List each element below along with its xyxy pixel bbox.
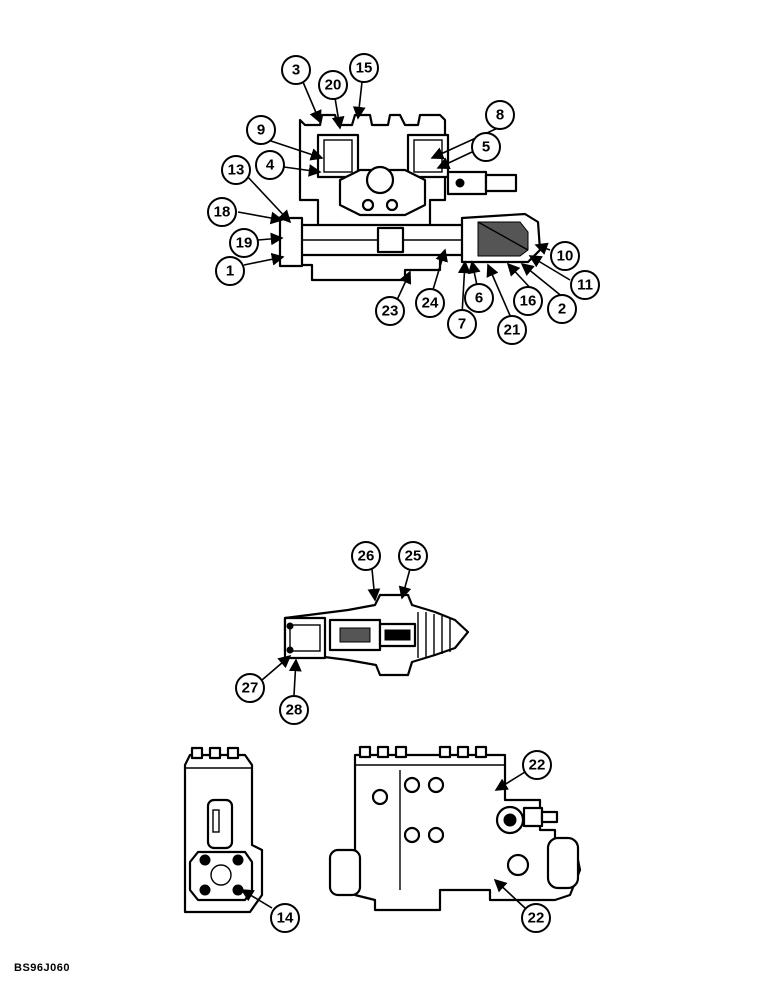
callout-19: 19 (229, 228, 259, 258)
svg-text:6: 6 (475, 290, 483, 307)
callouts-middle: 26 25 27 28 (235, 541, 428, 725)
svg-text:14: 14 (277, 910, 294, 927)
valve-side-view (183, 746, 264, 914)
cartridge-valve-view (283, 593, 470, 677)
callout-27: 27 (235, 673, 265, 703)
callout-22-lower: 22 (521, 903, 551, 933)
svg-text:21: 21 (504, 322, 521, 339)
svg-text:23: 23 (382, 303, 399, 320)
callout-20: 20 (318, 70, 348, 100)
svg-text:19: 19 (236, 235, 253, 252)
leaders-middle (261, 568, 412, 696)
callout-3: 3 (281, 55, 311, 85)
callout-28: 28 (279, 695, 309, 725)
svg-text:16: 16 (520, 293, 537, 310)
svg-text:22: 22 (529, 757, 546, 774)
leaders-bottom (240, 771, 526, 909)
svg-text:2: 2 (558, 301, 566, 318)
svg-text:5: 5 (482, 139, 490, 156)
callout-25: 25 (398, 541, 428, 571)
svg-text:10: 10 (557, 248, 574, 265)
callout-9: 9 (246, 115, 276, 145)
callout-14: 14 (270, 903, 300, 933)
callout-13: 13 (221, 155, 251, 185)
callout-7: 7 (447, 309, 477, 339)
callout-6: 6 (464, 283, 494, 313)
svg-text:4: 4 (266, 157, 275, 174)
svg-text:3: 3 (292, 62, 300, 79)
svg-text:24: 24 (422, 295, 439, 312)
svg-text:25: 25 (405, 548, 422, 565)
svg-text:18: 18 (214, 204, 231, 221)
svg-text:13: 13 (228, 162, 245, 179)
callout-10: 10 (550, 241, 580, 271)
valve-front-view (328, 745, 582, 912)
callout-16: 16 (513, 286, 543, 316)
callouts-bottom: 14 22 22 (270, 750, 552, 933)
svg-text:1: 1 (226, 263, 234, 280)
callout-24: 24 (415, 288, 445, 318)
callout-11: 11 (570, 270, 600, 300)
valve-assembly-top-view (278, 113, 542, 282)
svg-text:26: 26 (358, 548, 375, 565)
callout-21: 21 (497, 315, 527, 345)
callout-1: 1 (215, 256, 245, 286)
svg-text:27: 27 (242, 680, 259, 697)
callout-8: 8 (485, 100, 515, 130)
callout-26: 26 (351, 541, 381, 571)
svg-text:7: 7 (458, 316, 466, 333)
svg-text:15: 15 (356, 60, 373, 77)
leaders-top (237, 81, 571, 321)
svg-text:20: 20 (325, 77, 342, 94)
callout-2: 2 (547, 294, 577, 324)
callout-18: 18 (207, 197, 237, 227)
svg-text:11: 11 (577, 277, 593, 294)
callouts-top: 3 20 15 8 9 5 4 13 18 19 1 10 11 2 16 21… (207, 53, 600, 345)
svg-text:22: 22 (528, 910, 545, 927)
callout-15: 15 (349, 53, 379, 83)
callout-5: 5 (471, 132, 501, 162)
callout-4: 4 (255, 150, 285, 180)
figure-code: BS96J060 (14, 962, 70, 974)
svg-text:28: 28 (286, 702, 303, 719)
callout-22-upper: 22 (522, 750, 552, 780)
callout-23: 23 (375, 296, 405, 326)
svg-text:9: 9 (257, 122, 265, 139)
svg-text:8: 8 (496, 107, 504, 124)
